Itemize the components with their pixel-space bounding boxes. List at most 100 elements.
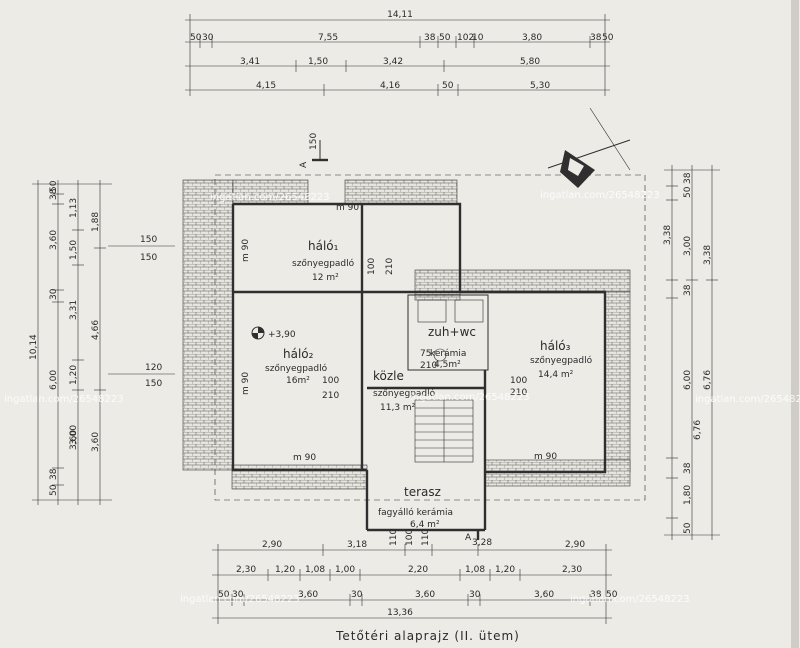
bathroom-fixtures [417,299,484,362]
bottom-dims-row3-0: 50 [218,590,230,600]
room-kozle-name: közle [373,369,404,383]
top-dimensions [185,14,610,96]
left-dims-window-0: 150 [140,235,157,245]
right-dimensions [664,165,720,540]
bottom-dims-row3-2: 3,60 [298,590,318,600]
room-zuhwc-name: zuh+wc [428,325,476,339]
top-dims-row1-0: 50 [190,33,202,43]
right-dims-inner-0: 3,00 [683,236,693,256]
top-dims-row1-8: 38 [590,33,602,43]
bottom-dim-row1: 2,90 3,18 3,28 2,90 [262,538,585,550]
room-terasz-floor: fagyálló kerámia [378,507,453,518]
room-halo3-area: 14,4 m² [538,370,574,380]
room-halo3-floor: szőnyegpadló [530,355,593,366]
watermark: ingatlan.com/26548223 [4,394,124,405]
section-mark: A [465,533,472,543]
top-dims-row2-1: 1,50 [308,57,328,67]
room-halo2-area: 16m² [286,376,310,386]
left-dims-total: 10,14 [29,334,39,360]
bottom-dims-row2-6: 1,20 [495,565,515,575]
right-dims-outer-3: 38 [683,284,693,296]
left-dims-outer-5: 3,60 [69,430,79,450]
section-mark: A [299,161,309,168]
bottom-dims-row3-3: 30 [351,590,363,600]
labels-d210: 210 [322,391,339,401]
watermark: ingatlan.com/26548223 [410,392,530,403]
bottom-dims-row3-1: 30 [232,590,244,600]
top-dims-row2-2: 3,42 [383,57,403,67]
bottom-dims-door-top-1: 100 [405,529,415,546]
bottom-dims-row2-5: 1,08 [465,565,485,575]
left-dims-mid-4: 3,00 [69,425,79,445]
left-dims-outer-3: 30 [49,288,59,300]
left-dims-outer-0: 38 [49,188,59,200]
right-dims-outer-4: 6,00 [683,370,693,390]
top-dim-row1: 50 30 7,55 38 50 102 10 3,80 38 50 [190,33,614,43]
left-dims-window-2: 120 [145,363,162,373]
top-dims-row1-9: 50 [602,33,614,43]
room-halo3-name: háló₃ [540,339,571,353]
bottom-dims-row2-1: 1,20 [275,565,295,575]
watermark: ingatlan.com/26548223 [180,594,300,605]
room-halo2-floor: szőnyegpadló [265,363,328,374]
bottom-dims-row2-0: 2,30 [236,565,256,575]
bottom-dims-row3-7: 38 [590,590,602,600]
room-zuhwc-floor: kerámia [430,349,466,359]
top-dim-row2: 3,41 1,50 3,42 5,80 [240,57,540,67]
bottom-dims-row1-2: 3,28 [472,538,492,548]
right-dims-total: 6,76 [693,420,703,440]
bottom-dims-door-top-0: 110 [389,529,399,546]
bottom-dims-row1-1: 3,18 [347,540,367,550]
labels-d75: 75 [420,349,431,359]
watermark: ingatlan.com/26548223 [210,192,330,203]
right-dim-labels: 6,76 38 50 3,38 38 6,00 38 1,80 50 3,00 … [663,172,713,534]
room-zuhwc: zuh+wc kerámia 4,5m² [428,325,476,370]
bottom-dims-row2-3: 1,00 [335,565,355,575]
top-dims-row3-0: 4,15 [256,81,276,91]
room-terasz-area: 6,4 m² [410,520,440,530]
staircase [414,399,474,463]
left-dims-outer-7: 38 [49,468,59,480]
room-halo1: háló₁ szőnyegpadló 12 m² [292,239,355,283]
right-dims-outer-5: 38 [683,462,693,474]
room-zuhwc-area: 4,5m² [434,360,461,370]
bottom-dims-row2-2: 1,08 [305,565,325,575]
top-dim-row3: 4,15 4,16 50 5,30 [256,81,550,91]
left-dims-window-3: 150 [145,379,162,389]
bottom-dimensions [212,544,612,624]
walls [231,202,607,532]
north-arrow-icon [547,107,631,188]
labels-d150: 150 [309,133,319,150]
roof-outline [214,174,646,501]
right-dims-outer-1: 50 [683,186,693,198]
opening-labels: m 90 m 90 m 90 m 90 m 90 100 210 100 210… [241,133,557,463]
bottom-door-dims: 110 100 110 [389,529,431,546]
left-dims-mid-3: 1,20 [69,365,79,385]
bottom-dim-row2: 2,30 1,20 1,08 1,00 2,20 1,08 1,20 2,30 [236,565,582,575]
labels-d210: 210 [420,361,437,371]
right-dims-outer-0: 38 [683,172,693,184]
top-dims-row1-7: 3,80 [522,33,542,43]
left-dims-inner-0: 1,88 [91,212,101,232]
left-window-lines [108,245,175,375]
level-marker: +3,90 [251,326,296,340]
left-dim-labels: 10,14 38 50 3,60 30 6,00 3,60 50 38 1,13… [29,180,162,496]
section-marker-top: A [299,140,328,168]
drawing-title: Tetőtéri alaprajz (II. ütem) [335,629,520,643]
right-dims-outer-2: 3,38 [663,225,673,245]
bottom-dims-row1-0: 2,90 [262,540,282,550]
right-dims-outer-6: 1,80 [683,485,693,505]
watermark: ingatlan.com/26548223 [695,394,800,405]
left-dims-mid-1: 1,50 [69,240,79,260]
top-dims-row2-0: 3,41 [240,57,260,67]
room-halo3: háló₃ szőnyegpadló 14,4 m² [530,339,593,380]
watermark: ingatlan.com/26548223 [540,190,660,201]
labels-m90: m 90 [241,372,251,395]
right-dims-inner-2: 6,76 [703,370,713,390]
top-dims-row1-4: 50 [439,33,451,43]
bottom-dims-row3-5: 30 [469,590,481,600]
left-dimensions [32,180,112,505]
labels-m90: m 90 [241,239,251,262]
bottom-dims-row2-4: 2,20 [408,565,428,575]
